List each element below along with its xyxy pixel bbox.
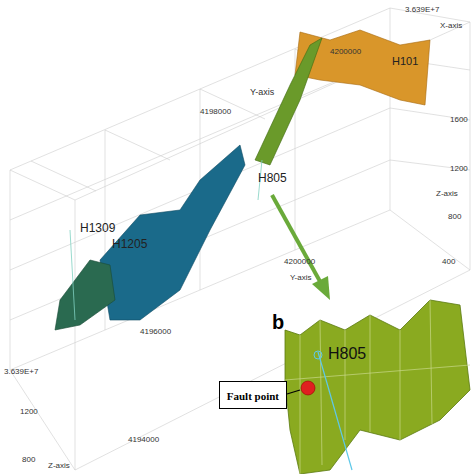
surface-label: H101 bbox=[392, 56, 418, 67]
axis-title: Z-axis bbox=[48, 462, 70, 470]
axis-tick: 4194000 bbox=[128, 436, 159, 444]
axis-title: X-axis bbox=[440, 22, 462, 30]
axis-tick: 1600 bbox=[450, 116, 468, 124]
surface-label: H1205 bbox=[112, 238, 147, 250]
surface-label: H1309 bbox=[80, 222, 115, 234]
axis-title: Y-axis bbox=[290, 274, 312, 282]
panel-letter: b bbox=[272, 312, 284, 332]
axis-tick: 1200 bbox=[450, 165, 468, 173]
callout-text: Fault point bbox=[227, 390, 279, 402]
axis-tick: 4200000 bbox=[284, 258, 315, 266]
surface-label: H805 bbox=[258, 172, 287, 184]
axis-title: Z-axis bbox=[436, 190, 458, 198]
axis-tick: 3.639E+7 bbox=[405, 6, 439, 14]
axis-tick: 3.639E+7 bbox=[4, 368, 38, 376]
axis-tick: 4198000 bbox=[200, 108, 231, 116]
axis-tick: 4200000 bbox=[330, 48, 361, 56]
axis-title: Y-axis bbox=[250, 88, 274, 97]
axis-tick: 800 bbox=[22, 456, 35, 464]
axis-tick: 800 bbox=[448, 213, 461, 221]
axis-tick: 4196000 bbox=[140, 328, 171, 336]
well-label: H805 bbox=[328, 346, 366, 362]
axis-tick: 1200 bbox=[20, 408, 38, 416]
callout-box: Fault point bbox=[219, 381, 287, 409]
axis-tick: 400 bbox=[442, 258, 455, 266]
